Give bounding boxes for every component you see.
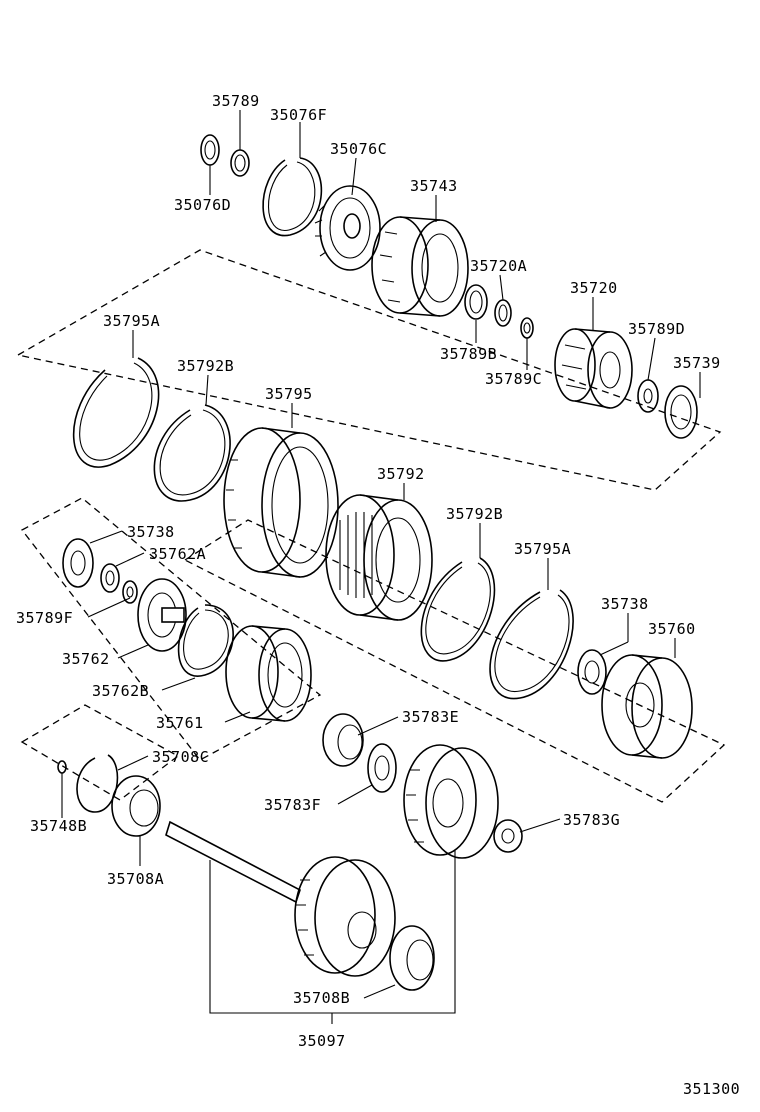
- part-35762B-snap-ring: [177, 604, 234, 677]
- label-35762: 35762: [62, 650, 110, 668]
- label-35789F: 35789F: [16, 609, 73, 627]
- part-35789C-washer: [520, 317, 534, 339]
- label-35739: 35739: [673, 354, 721, 372]
- part-35708C-snap-ring: [76, 754, 119, 813]
- part-35760-clutch-hub: [601, 654, 693, 759]
- label-35792B-upper: 35792B: [177, 357, 234, 375]
- part-35743-drum: [371, 216, 469, 317]
- label-35783F: 35783F: [264, 796, 321, 814]
- part-35792B-snap-ring-middle: [420, 557, 496, 662]
- label-35708A: 35708A: [107, 870, 164, 888]
- part-labels: 35789 35076F 35076C 35076D 35743 35720A …: [16, 92, 740, 1098]
- part-35738-thrust-washer-right: [577, 649, 607, 695]
- diagram-id: 351300: [683, 1080, 740, 1098]
- label-35792: 35792: [377, 465, 425, 483]
- part-35720-planetary-carrier: [554, 328, 633, 409]
- label-35760: 35760: [648, 620, 696, 638]
- label-35789D: 35789D: [628, 320, 685, 338]
- part-35789-washer: [230, 149, 250, 177]
- label-35795: 35795: [265, 385, 313, 403]
- label-35097: 35097: [298, 1032, 346, 1050]
- part-35795A-snap-ring-upper: [72, 357, 160, 468]
- label-35076C: 35076C: [330, 140, 387, 158]
- label-35795A-upper: 35795A: [103, 312, 160, 330]
- label-35792B-middle: 35792B: [446, 505, 503, 523]
- label-35748B: 35748B: [30, 817, 87, 835]
- label-35720: 35720: [570, 279, 618, 297]
- part-35761-drum: [225, 625, 312, 722]
- part-35708B-bearing: [389, 925, 435, 991]
- part-35792B-snap-ring-upper: [153, 404, 231, 502]
- part-35739-thrust-washer: [664, 385, 698, 439]
- part-35076C-gear-hub: [314, 185, 381, 271]
- label-35708C: 35708C: [152, 748, 209, 766]
- label-35795A-middle: 35795A: [514, 540, 571, 558]
- part-35789F-washer: [122, 580, 138, 604]
- group-box-upper: [16, 249, 722, 491]
- leader-lines: [61, 110, 701, 999]
- part-35708A-bearing: [111, 775, 161, 837]
- part-35783G-nut: [493, 819, 523, 853]
- part-35762-sun-gear: [137, 578, 187, 652]
- label-35762B: 35762B: [92, 682, 149, 700]
- label-35789B: 35789B: [440, 345, 497, 363]
- part-35097-output-shaft-gear: [165, 820, 396, 977]
- label-35783E: 35783E: [402, 708, 459, 726]
- part-35795A-snap-ring-middle: [489, 589, 574, 700]
- label-35738-right: 35738: [601, 595, 649, 613]
- label-35708B: 35708B: [293, 989, 350, 1007]
- group-box-middle-right: [183, 519, 726, 803]
- part-35720A-needle-bearing: [494, 299, 512, 327]
- label-35743: 35743: [410, 177, 458, 195]
- part-35076F-snap-ring: [262, 157, 323, 237]
- label-35789: 35789: [212, 92, 260, 110]
- part-35783-gear: [403, 744, 499, 859]
- part-35762A-bearing: [100, 563, 120, 593]
- label-35076D: 35076D: [174, 196, 231, 214]
- part-35795-clutch-drum: [223, 427, 339, 578]
- label-35762A: 35762A: [149, 545, 206, 563]
- part-35783E-bearing: [322, 713, 364, 767]
- group-box-lower-left: [20, 704, 180, 801]
- label-35789C: 35789C: [485, 370, 542, 388]
- label-35076F: 35076F: [270, 106, 327, 124]
- part-35792-clutch-pack: [325, 494, 433, 621]
- group-box-middle-left: [21, 497, 322, 761]
- part-35738-thrust-washer-left: [62, 538, 94, 588]
- part-35789B-bearing-race: [464, 284, 488, 320]
- part-35076D-bearing: [200, 134, 220, 166]
- label-35738-left: 35738: [127, 523, 175, 541]
- label-35761: 35761: [156, 714, 204, 732]
- part-35783F-needle-bearing: [367, 743, 397, 793]
- label-35783G: 35783G: [563, 811, 620, 829]
- label-35720A: 35720A: [470, 257, 527, 275]
